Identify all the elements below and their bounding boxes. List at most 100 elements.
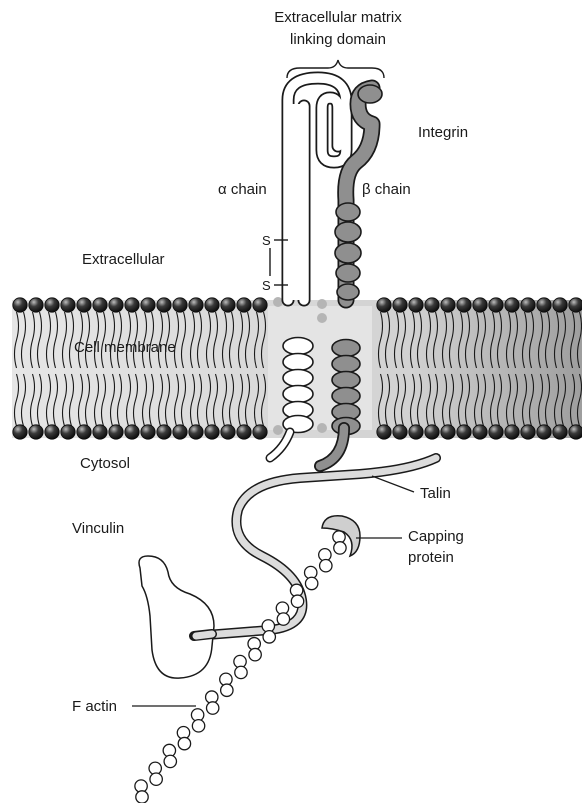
- extracellular-label: Extracellular: [82, 251, 165, 268]
- lipid-head: [77, 425, 91, 439]
- sulfur-top-label: S: [262, 233, 271, 248]
- lipid-head: [377, 298, 391, 312]
- alpha-coil-segment: [283, 354, 313, 371]
- alpha-coil-segment: [283, 370, 313, 387]
- lipid-head: [157, 425, 171, 439]
- capping-protein-label-line2: protein: [408, 549, 454, 566]
- actin-monomer: [334, 542, 346, 554]
- lipid-head: [253, 298, 267, 312]
- lipid-head: [109, 298, 123, 312]
- lipid-head: [409, 425, 423, 439]
- lipid-head: [45, 298, 59, 312]
- lipid-head: [237, 298, 251, 312]
- talin: [194, 458, 436, 636]
- lipid-head: [189, 425, 203, 439]
- lipid-head: [537, 425, 551, 439]
- actin-monomer: [178, 737, 190, 749]
- lipid-head: [205, 298, 219, 312]
- lipid-head: [505, 298, 519, 312]
- capping-protein-label-line1: Capping: [408, 528, 464, 545]
- vinculin-leader: [124, 538, 146, 558]
- lipid-head: [109, 425, 123, 439]
- lipid-head: [377, 425, 391, 439]
- lipid-head: [237, 425, 251, 439]
- lipid-head: [473, 425, 487, 439]
- alpha-chain-label: α chain: [218, 181, 267, 198]
- talin-label: Talin: [420, 485, 451, 502]
- lipid-head: [13, 298, 27, 312]
- lipid-head: [61, 298, 75, 312]
- actin-monomer: [221, 684, 233, 696]
- lipid-head: [253, 425, 267, 439]
- lipid-head: [45, 425, 59, 439]
- talin-leader: [372, 476, 414, 492]
- lipid-head: [553, 425, 567, 439]
- actin-monomer: [206, 702, 218, 714]
- actin-monomer: [192, 720, 204, 732]
- gap-dot: [317, 313, 327, 323]
- actin-monomer: [291, 595, 303, 607]
- gap-dot: [317, 299, 327, 309]
- lipid-head: [521, 298, 535, 312]
- actin-monomer: [150, 773, 162, 785]
- vinculin: [139, 556, 214, 678]
- cell-membrane-label: Cell membrane: [74, 339, 176, 356]
- ecm-label-line1: Extracellular matrix: [274, 9, 402, 26]
- lipid-head: [125, 425, 139, 439]
- cytosol-label: Cytosol: [80, 455, 130, 472]
- beta-coil-segment: [332, 356, 360, 373]
- lipid-head: [189, 298, 203, 312]
- actin-monomer: [305, 577, 317, 589]
- lipid-head: [441, 425, 455, 439]
- beta-chain-label: β chain: [362, 181, 411, 198]
- lipid-head: [173, 298, 187, 312]
- lipid-head: [425, 298, 439, 312]
- beta-coil-segment: [332, 388, 360, 405]
- lipid-head: [569, 425, 582, 439]
- f-actin-label: F actin: [72, 698, 117, 715]
- lipid-head: [221, 298, 235, 312]
- lipid-head: [93, 425, 107, 439]
- beta-coil-segment: [332, 340, 360, 357]
- actin-monomer: [235, 666, 247, 678]
- lipid-head: [409, 298, 423, 312]
- lipid-head: [569, 298, 582, 312]
- gap-dot: [273, 425, 283, 435]
- lipid-head: [61, 425, 75, 439]
- actin-monomer: [164, 755, 176, 767]
- actin-monomer: [136, 791, 148, 803]
- lipid-head: [29, 298, 43, 312]
- ecm-label-line2: linking domain: [290, 31, 386, 48]
- lipid-head: [125, 298, 139, 312]
- lipid-head: [473, 298, 487, 312]
- integrin-label: Integrin: [418, 124, 468, 141]
- lipid-head: [221, 425, 235, 439]
- actin-monomer: [263, 631, 275, 643]
- lipid-head: [29, 425, 43, 439]
- vinculin-label: Vinculin: [72, 520, 124, 537]
- beta-coil-segment: [332, 372, 360, 389]
- lipid-head: [537, 298, 551, 312]
- lipid-head: [505, 425, 519, 439]
- lipid-head: [141, 298, 155, 312]
- lipid-head: [457, 425, 471, 439]
- actin-monomer: [277, 613, 289, 625]
- alpha-coil-segment: [283, 338, 313, 355]
- lipid-head: [141, 425, 155, 439]
- lipid-head: [457, 298, 471, 312]
- actin-monomer: [249, 648, 261, 660]
- lipid-head: [521, 425, 535, 439]
- lipid-head: [93, 298, 107, 312]
- lipid-head: [157, 298, 171, 312]
- alpha-coil-segment: [283, 386, 313, 403]
- lipid-head: [393, 298, 407, 312]
- lipid-head: [489, 425, 503, 439]
- sulfur-bottom-label: S: [262, 278, 271, 293]
- lipid-head: [393, 425, 407, 439]
- lipid-head: [13, 425, 27, 439]
- lipid-head: [489, 298, 503, 312]
- gap-dot: [317, 423, 327, 433]
- actin-monomer: [320, 559, 332, 571]
- lipid-head: [553, 298, 567, 312]
